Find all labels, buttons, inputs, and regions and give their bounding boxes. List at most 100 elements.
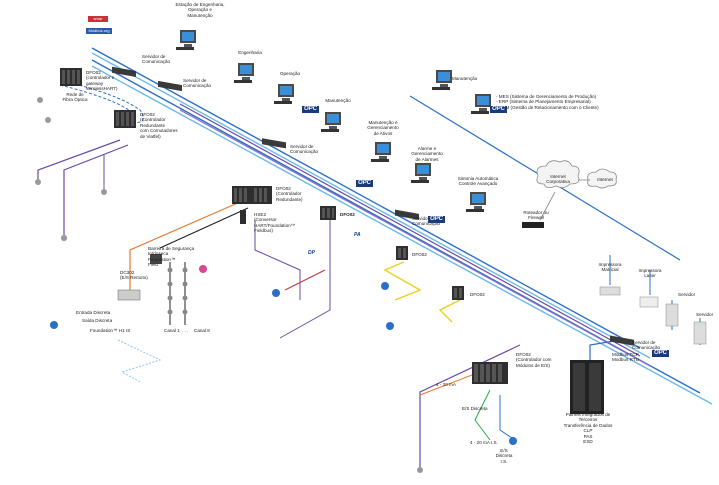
third-party-cabinet bbox=[570, 360, 604, 414]
peripherals bbox=[599, 286, 707, 345]
server-comm-box-3 bbox=[262, 138, 286, 149]
label-internet-corp: Internet Corporativa bbox=[546, 174, 570, 185]
rack-redundant-1 bbox=[114, 110, 136, 128]
label-df-wireless: DFO02 (controlador e gateway WirelessHAR… bbox=[86, 70, 118, 92]
label-df-b: DFO02 bbox=[412, 252, 427, 257]
label-hse2: HSE2 (Conversor HART/Foundation™ Fieldbu… bbox=[254, 212, 296, 234]
label-ma-420-1: 4 - 20 mA bbox=[436, 382, 456, 387]
opc-badge-3: OPC bbox=[428, 216, 446, 223]
rack-hse2 bbox=[240, 210, 246, 224]
monitor-engineering-station bbox=[176, 30, 196, 50]
label-df-io: DFO02 (Controlador com Módulos de E/S) bbox=[516, 352, 552, 368]
rack-df-a bbox=[320, 206, 336, 220]
modbus-link bbox=[589, 339, 621, 360]
label-pa: PA bbox=[354, 232, 361, 238]
dp-link bbox=[254, 220, 301, 300]
orange-link bbox=[129, 201, 241, 290]
router-box bbox=[522, 222, 544, 228]
bus-light-blue-1 bbox=[91, 52, 651, 359]
left-network bbox=[37, 79, 331, 383]
monitor-adv-control bbox=[466, 192, 486, 212]
label-df-c: DFO02 bbox=[470, 292, 485, 297]
left-fieldbus-2 bbox=[63, 144, 129, 235]
label-df-redundant-2: DFO02 (Controlador Redundante) bbox=[276, 186, 303, 202]
yellow-net-2 bbox=[438, 299, 461, 323]
monitor-alarm bbox=[411, 163, 431, 183]
label-es-discrete-is: E/S Discreta I.S. bbox=[495, 448, 513, 464]
ff-h1 bbox=[117, 339, 162, 383]
server-comm-box-2 bbox=[158, 80, 182, 92]
label-fiber-network: Rede de Fibra Óptica bbox=[62, 92, 88, 103]
label-engineering-station: Estação de Engenharia, Operação e Manute… bbox=[175, 2, 225, 18]
label-adv-control: Sintonia Automática Controle Avançado bbox=[457, 176, 499, 187]
label-server-comm-3: Servidor de Comunicação bbox=[290, 144, 319, 155]
matrix-printer-shape bbox=[599, 286, 621, 296]
label-third-party-panels: Painéis Integrados de Terceiros Transfer… bbox=[563, 412, 613, 445]
barrier-box bbox=[150, 254, 162, 264]
internet-cloud bbox=[587, 168, 617, 189]
label-server-comm-1: Servidor de Comunicação bbox=[142, 54, 171, 65]
ethernet-buses bbox=[91, 47, 713, 405]
modbus-logo: Modbus.org bbox=[86, 28, 112, 34]
router-cloud bbox=[539, 191, 556, 221]
workstations bbox=[176, 30, 491, 212]
bus-violet-1 bbox=[179, 109, 651, 367]
label-asset-mgmt: Manutenção e Gerenciamento de Ativos bbox=[367, 120, 399, 136]
rack-wireless bbox=[60, 68, 82, 86]
server-comm-box-5 bbox=[610, 335, 634, 346]
label-channel-dots: . . . bbox=[182, 328, 189, 333]
label-modbus-tcp: Modbus TCP Modbus RTU bbox=[612, 352, 639, 363]
monitor-engineering bbox=[234, 63, 254, 83]
label-alarm-mgmt: Alarme e Gerenciamento de Alarmes bbox=[411, 146, 443, 162]
label-channel-8: Canal 8 bbox=[194, 328, 210, 333]
label-df-a: DFO02 bbox=[340, 212, 355, 217]
bus-purple-1 bbox=[179, 103, 641, 357]
label-maintenance-2: Manutenção bbox=[452, 76, 478, 81]
opc-badge-4: OPC bbox=[490, 106, 508, 113]
label-es-discrete: E/S Discreta bbox=[462, 406, 488, 411]
label-io-remote: DC302 (E/S Remoto) bbox=[120, 270, 148, 281]
label-maintenance-1: Manutenção bbox=[325, 98, 351, 103]
opc-badge-1: OPC bbox=[302, 106, 320, 113]
barrier-drops bbox=[169, 262, 186, 325]
label-dp: DP bbox=[308, 250, 315, 256]
label-operation: Operação bbox=[279, 71, 301, 76]
label-channel-1: Canal 1 bbox=[164, 328, 180, 333]
label-server-comm-5: Servidor de Comunicação bbox=[632, 340, 661, 351]
opc-badge-5: OPC bbox=[652, 350, 670, 357]
monitor-maintenance-2 bbox=[432, 70, 452, 90]
smar-logo: smar bbox=[88, 16, 108, 22]
left-fieldbus bbox=[37, 139, 121, 180]
purple-io bbox=[419, 344, 521, 470]
laser-printer-shape bbox=[639, 296, 659, 308]
green-io bbox=[474, 389, 491, 441]
rack-df-b bbox=[396, 246, 408, 260]
label-server-1: Servidor bbox=[678, 292, 696, 297]
label-server-comm-2: Servidor de Comunicação bbox=[183, 78, 212, 89]
opc-badge-2: OPC bbox=[356, 180, 374, 187]
label-safety-barrier: Barreira de Segurança Intrínseca Foundat… bbox=[148, 246, 195, 268]
label-matrix-printer: Impressora Matricial bbox=[598, 262, 622, 273]
server-comm-box-1 bbox=[112, 66, 136, 77]
field-devices bbox=[35, 97, 517, 473]
internet-corp-cloud bbox=[536, 160, 580, 188]
server-comm-box-4 bbox=[395, 209, 419, 220]
rack-df-io bbox=[472, 362, 508, 384]
io-remote-box bbox=[117, 289, 141, 301]
comm-servers bbox=[112, 66, 634, 346]
yellow-net-1 bbox=[383, 261, 422, 301]
bus-light-blue-2 bbox=[91, 65, 713, 405]
monitor-maintenance-1 bbox=[321, 112, 341, 132]
rack-df-c bbox=[452, 286, 464, 300]
bus-blue-1 bbox=[91, 47, 641, 349]
red-field-line bbox=[284, 269, 326, 291]
rack-redundant-2 bbox=[232, 186, 272, 204]
center-network bbox=[383, 160, 701, 470]
label-ma-420-2: 4 - 20 mA I.S. bbox=[470, 440, 498, 445]
label-internet: Internet bbox=[597, 177, 613, 182]
label-input-discrete: Entrada Discreta bbox=[76, 310, 111, 315]
monitor-mes bbox=[471, 94, 491, 114]
monitor-asset-mgmt bbox=[371, 142, 391, 162]
label-ff-hi: Foundation™ H1 IS bbox=[90, 328, 131, 333]
server-1-shape bbox=[665, 303, 679, 327]
